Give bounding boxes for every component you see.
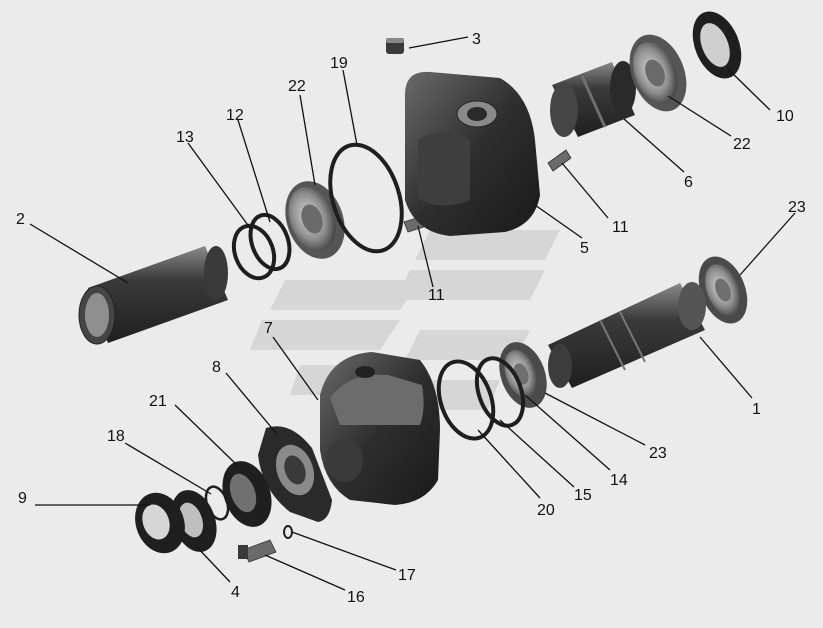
callout-numbers: 1 2 3 4 5 6 7 8 9 10 11 11 12 13 14 15 1… <box>16 31 806 606</box>
part-6-bushing <box>550 61 636 137</box>
callout-22-left: 22 <box>288 78 306 95</box>
leader-18 <box>124 442 212 495</box>
leader-3 <box>408 36 469 49</box>
callout-21: 21 <box>149 393 167 410</box>
part-9-washer <box>135 492 185 554</box>
part-11-pin-right <box>547 149 572 172</box>
callout-13: 13 <box>176 129 194 146</box>
callout-11-left: 11 <box>428 287 445 304</box>
callout-2: 2 <box>16 211 25 228</box>
callout-3: 3 <box>472 31 481 48</box>
callout-5: 5 <box>580 240 589 257</box>
part-22-bearing-left <box>285 181 345 259</box>
part-8-flange <box>258 426 332 522</box>
part-13-o-ring <box>231 223 277 281</box>
leader-11-right <box>561 162 609 219</box>
callout-9: 9 <box>18 490 27 507</box>
part-1-shaft <box>548 282 706 388</box>
part-16-bolt <box>238 539 277 563</box>
callout-4: 4 <box>231 584 240 601</box>
callout-1: 1 <box>752 401 761 418</box>
leader-23-bottom <box>544 392 646 446</box>
callout-22-right: 22 <box>733 136 751 153</box>
leader-23-top <box>739 212 796 276</box>
part-5-housing <box>405 71 540 236</box>
leader-lines <box>29 36 796 591</box>
part-23-bearing-top <box>698 256 748 324</box>
part-19-large-o-ring <box>328 142 404 254</box>
leader-10 <box>726 67 771 111</box>
callout-23-bottom: 23 <box>649 445 667 462</box>
leader-22-right <box>667 95 732 137</box>
callout-18: 18 <box>107 428 125 445</box>
leader-21 <box>174 404 239 467</box>
leader-7 <box>272 336 319 401</box>
part-2-sleeve <box>78 246 228 345</box>
callout-17: 17 <box>398 567 416 584</box>
part-21-cup <box>222 461 272 527</box>
part-14-bearing <box>499 342 547 408</box>
leader-1 <box>699 336 753 399</box>
leader-13 <box>187 142 251 229</box>
leader-8 <box>225 372 277 434</box>
leader-16 <box>264 554 346 591</box>
callout-16: 16 <box>347 589 365 606</box>
part-12-o-ring <box>248 212 292 272</box>
leader-5 <box>534 204 583 239</box>
leader-2 <box>29 223 129 284</box>
part-10-seal-ring <box>692 11 742 79</box>
callout-15: 15 <box>574 487 592 504</box>
part-3-plug <box>386 38 404 54</box>
callout-20: 20 <box>537 502 555 519</box>
leader-6 <box>623 118 685 173</box>
callout-7: 7 <box>264 320 273 337</box>
callout-6: 6 <box>684 174 693 191</box>
callout-19: 19 <box>330 55 348 72</box>
part-7-lower-housing <box>320 352 440 505</box>
callout-11-right: 11 <box>612 219 629 236</box>
callout-23-top: 23 <box>788 199 806 216</box>
leader-11-left <box>417 225 434 288</box>
leader-20 <box>477 429 541 499</box>
callout-14: 14 <box>610 472 628 489</box>
callout-10: 10 <box>776 108 794 125</box>
leader-17 <box>291 531 397 571</box>
leader-22-left <box>299 94 316 186</box>
callout-12: 12 <box>226 107 244 124</box>
callout-8: 8 <box>212 359 221 376</box>
leader-12 <box>237 119 271 223</box>
leader-15 <box>499 419 575 488</box>
part-20-large-o-ring <box>436 359 496 441</box>
part-15-o-ring <box>474 356 526 428</box>
leader-14 <box>524 394 611 471</box>
part-22-bearing-right <box>629 34 687 112</box>
leader-19 <box>342 69 358 146</box>
leader-4 <box>195 545 231 583</box>
